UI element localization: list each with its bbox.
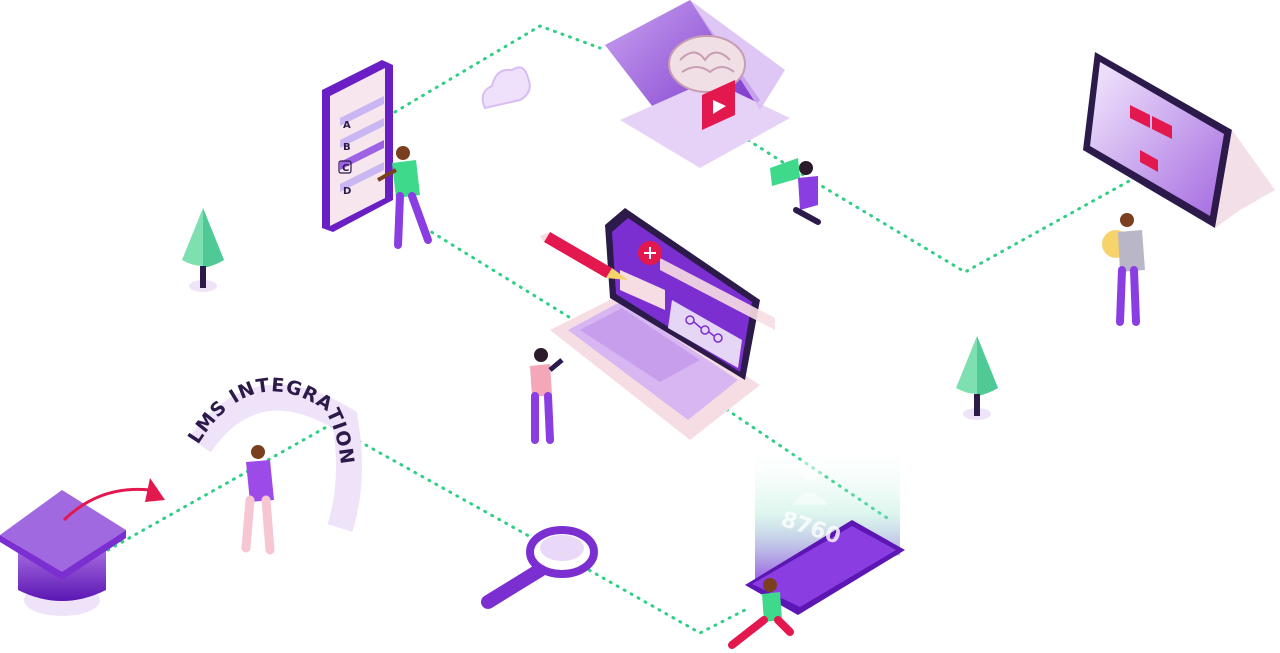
brain-icon <box>668 35 746 93</box>
graduation-cap-icon <box>0 478 165 616</box>
person-reading-kneeling <box>770 158 821 225</box>
tablet-with-blocks <box>1083 52 1275 228</box>
person-holding-lightbulb <box>1102 213 1145 326</box>
person-sitting-with-phone <box>728 578 794 649</box>
quiz-option-b: B <box>343 142 351 153</box>
block-shapes-icon <box>1130 105 1172 172</box>
lms-integration-arch: LMS INTEGRATION <box>184 374 362 532</box>
quiz-option-a: A <box>343 120 351 131</box>
tree-right <box>956 336 998 420</box>
quiz-option-c: C <box>342 163 349 174</box>
person-pointing-at-quiz <box>377 146 432 249</box>
brain-book-laptop <box>605 0 790 168</box>
video-play-icon <box>702 80 735 130</box>
quiz-option-c-highlight <box>338 160 352 174</box>
keyboard <box>580 308 700 382</box>
cloud-icon <box>481 66 531 110</box>
person-with-tablet <box>530 348 564 444</box>
quiz-option-d: D <box>343 186 351 197</box>
central-laptop <box>550 208 775 440</box>
magnifying-glass-icon <box>481 526 598 609</box>
user-icon <box>792 456 828 505</box>
pencil-icon <box>540 232 628 280</box>
network-diagram-icon <box>685 315 723 343</box>
holographic-phone: 8760 <box>745 440 905 615</box>
person-standing-headset <box>241 445 275 555</box>
toolbar-strip <box>660 258 775 330</box>
quiz-phone: A B C D <box>322 60 393 232</box>
tree-left <box>182 208 224 292</box>
